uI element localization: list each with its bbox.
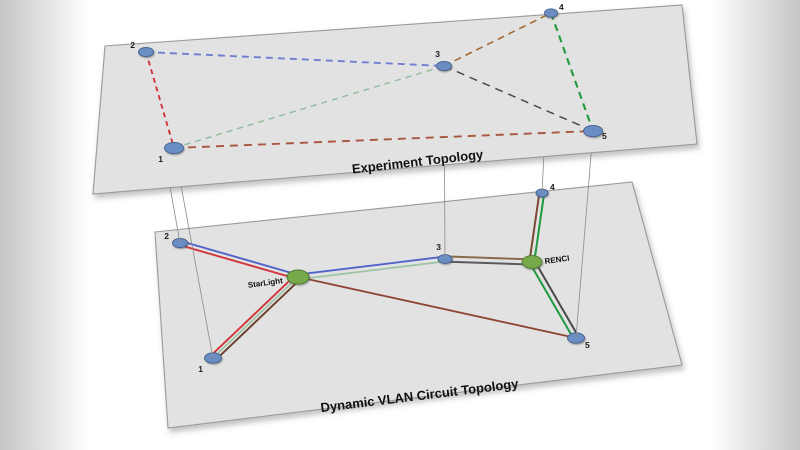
vlan-circuit-3-renci <box>444 255 534 261</box>
host-node-4[interactable] <box>544 8 558 18</box>
host-node-5[interactable] <box>583 124 603 138</box>
host-node-2[interactable] <box>138 46 154 58</box>
host-node-3[interactable] <box>436 60 452 72</box>
host-node-label-5: 5 <box>585 340 590 350</box>
vlan-circuit-2-starlight <box>178 244 299 280</box>
vlan-circuit-renci-4 <box>528 191 541 263</box>
vlan-circuit-1-starlight <box>214 278 302 362</box>
vlan-circuit-starlight-5 <box>297 276 577 339</box>
host-node-label-2: 2 <box>130 40 135 50</box>
vlan-circuit-1-starlight <box>209 273 297 357</box>
host-node-label-4: 4 <box>550 182 555 192</box>
host-node-label-3: 3 <box>435 49 440 59</box>
vlan-circuit-renci-5 <box>533 259 580 338</box>
vlan-circuit-starlight-3 <box>296 255 446 276</box>
host-node-label-1: 1 <box>158 154 163 164</box>
plane-surface <box>154 181 683 429</box>
host-node-label-3: 3 <box>436 242 441 252</box>
vlan-circuit-starlight-3 <box>297 260 447 281</box>
vlan-circuit-2-starlight <box>179 240 300 276</box>
vlan-circuit-renci-4 <box>533 192 546 264</box>
site-node-renci[interactable] <box>521 255 543 269</box>
host-node-label-1: 1 <box>198 364 203 374</box>
experiment-link-2-1 <box>145 51 175 149</box>
vlan-circuit-renci-5 <box>528 262 575 341</box>
site-node-starlight[interactable] <box>286 269 310 285</box>
experiment-link-2-3 <box>145 51 445 67</box>
host-node-1[interactable] <box>164 141 184 155</box>
experiment-link-3-4 <box>443 12 552 67</box>
connector-line-c5 <box>575 130 594 339</box>
experiment-link-1-3 <box>173 65 445 149</box>
vlan-circuit-1-starlight <box>212 276 299 359</box>
plane-surface <box>92 4 698 195</box>
vlan-circuit-3-renci <box>443 260 533 266</box>
host-node-label-2: 2 <box>164 231 169 241</box>
host-node-label-4: 4 <box>559 2 564 12</box>
host-node-label-5: 5 <box>602 131 607 141</box>
experiment-link-4-5 <box>550 12 594 132</box>
site-node-label-renci: RENCI <box>544 254 570 266</box>
